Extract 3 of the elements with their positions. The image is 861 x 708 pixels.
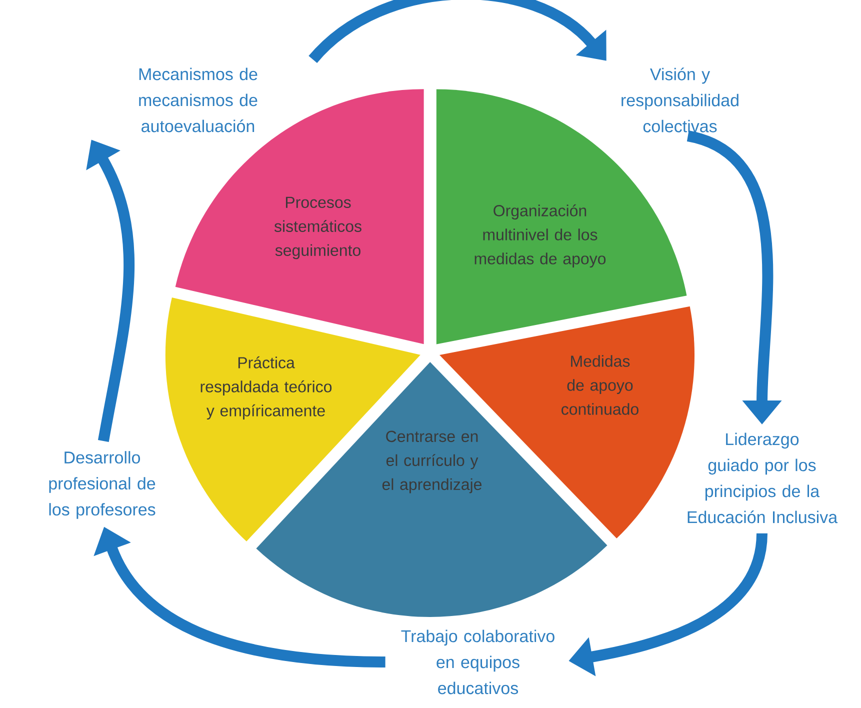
cycle-label: Trabajo colaborativo en equipos educativos — [401, 630, 554, 694]
curved-arrow — [308, 0, 606, 64]
cycle-label: Desarrollo profesional de los profesores — [49, 451, 156, 519]
